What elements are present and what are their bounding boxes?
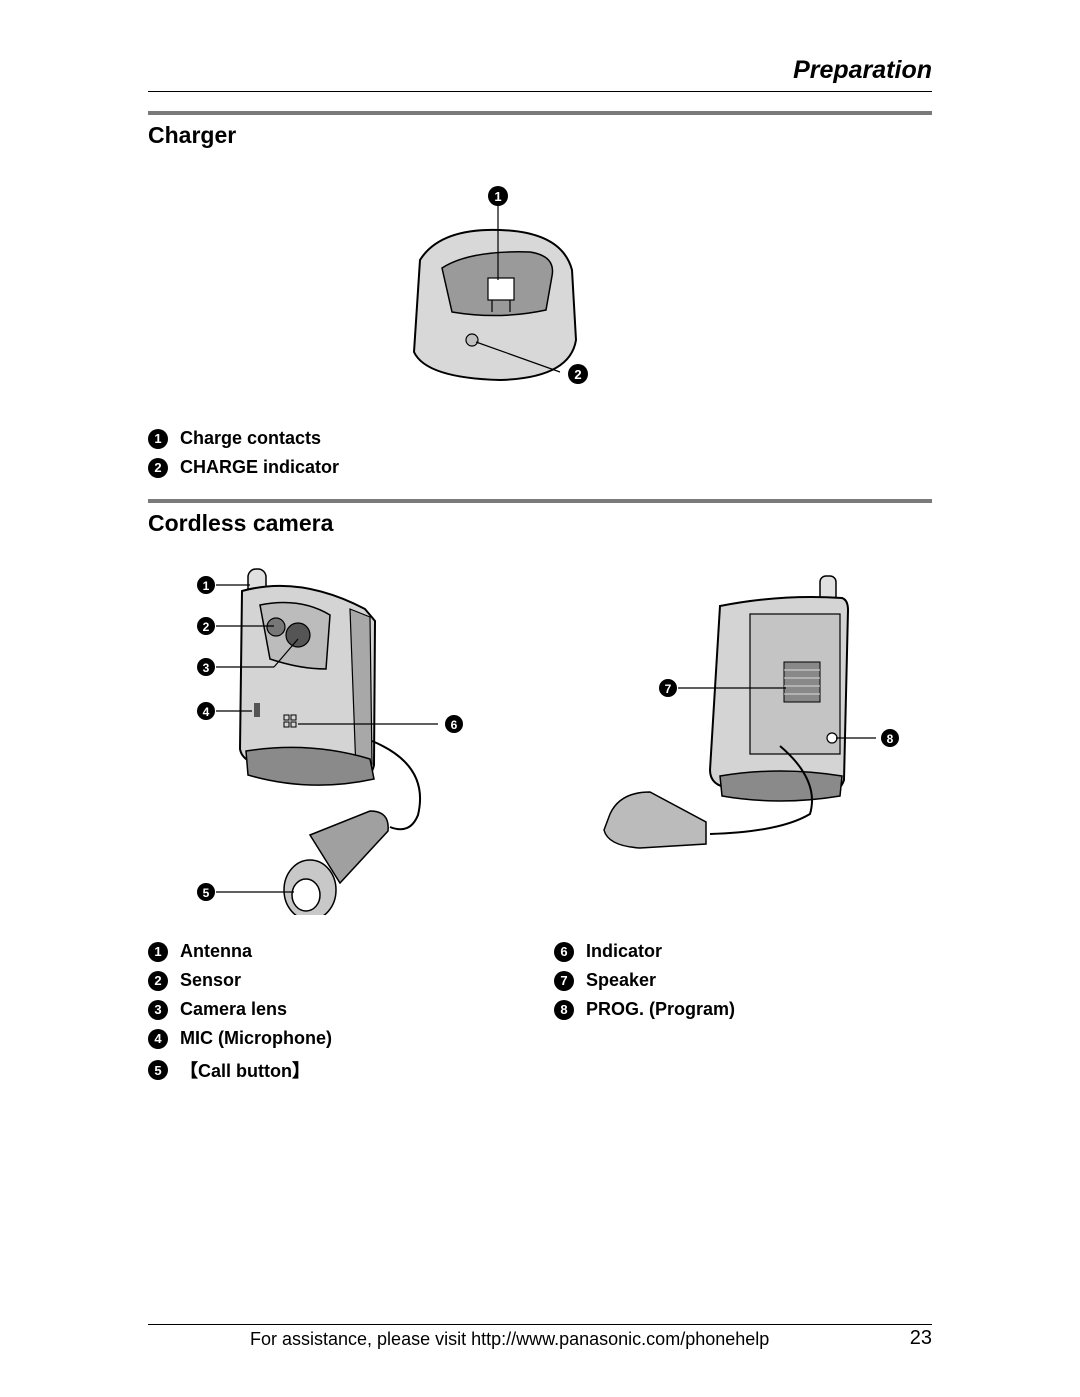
legend-item: 1 Charge contacts [148, 428, 321, 449]
legend-label: Camera lens [180, 999, 288, 1019]
legend-item: 5 【Call button】 [148, 1057, 310, 1083]
section-divider-camera [148, 499, 932, 503]
legend-badge: 8 [554, 999, 574, 1020]
legend-item: 2 CHARGE indicator [148, 457, 339, 478]
legend-item: 8 PROG. (Program) [554, 999, 735, 1020]
callout-number: 5 [203, 886, 210, 900]
callout-number: 1 [494, 189, 501, 204]
footer-rule [148, 1324, 932, 1325]
camera-grip [603, 791, 707, 849]
section-divider-charger [148, 111, 932, 115]
callout-badge-1 [488, 186, 508, 206]
legend-label: 【Call button】 [180, 1061, 310, 1081]
section-title-camera: Cordless camera [148, 510, 334, 536]
callout-number: 2 [203, 620, 210, 634]
callout-number: 3 [203, 661, 210, 675]
legend-label: Antenna [180, 941, 252, 961]
legend-label: Indicator [586, 941, 663, 961]
legend-badge: 4 [148, 1028, 168, 1049]
footer-assistance-text: For assistance, please visit http://www.… [250, 1329, 770, 1349]
legend-label: CHARGE indicator [180, 457, 340, 477]
legend-label: Charge contacts [180, 428, 322, 448]
camera-front-illustration: 1 2 3 4 5 6 [197, 568, 463, 915]
legend-label: Sensor [180, 970, 242, 990]
callout-number: 1 [203, 579, 210, 593]
legend-item: 3 Camera lens [148, 999, 287, 1020]
microphone [254, 703, 260, 717]
legend-badge: 3 [148, 999, 168, 1020]
legend-item: 6 Indicator [554, 941, 662, 962]
legend-badge: 1 [148, 941, 168, 962]
legend-badge: 2 [148, 457, 168, 478]
page-number: 23 [909, 1327, 932, 1349]
callout-number: 2 [574, 367, 581, 382]
callout-number: 7 [665, 682, 672, 696]
section-title-charger: Charger [148, 122, 237, 148]
legend-item: 2 Sensor [148, 970, 241, 991]
callout-number: 6 [451, 718, 458, 732]
legend-label: PROG. (Program) [586, 999, 736, 1019]
camera-lens [285, 622, 311, 648]
legend-badge: 6 [554, 941, 574, 962]
header-rule [148, 91, 932, 92]
legend-item: 1 Antenna [148, 941, 252, 962]
call-button [291, 878, 321, 912]
speaker-grille [783, 661, 821, 703]
legend-badge: 1 [148, 428, 168, 449]
charge-contacts [487, 277, 515, 301]
charger-illustration: 1 2 [412, 186, 588, 384]
legend-badge: 7 [554, 970, 574, 991]
page-header-title: Preparation [793, 56, 932, 84]
legend-label: MIC (Microphone) [180, 1028, 332, 1048]
sensor [266, 617, 286, 637]
legend-item: 4 MIC (Microphone) [148, 1028, 332, 1049]
legend-badge: 5 [148, 1060, 168, 1080]
callout-number: 4 [203, 705, 210, 719]
legend-badge: 2 [148, 970, 168, 991]
camera-cord [371, 740, 422, 831]
callout-badge-2 [568, 364, 588, 384]
camera-back-illustration: 7 8 [603, 575, 899, 849]
program-button [826, 732, 838, 744]
legend-label: Speaker [586, 970, 657, 990]
charge-indicator [465, 333, 479, 347]
callout-number: 8 [887, 732, 894, 746]
legend-item: 7 Speaker [554, 970, 656, 991]
